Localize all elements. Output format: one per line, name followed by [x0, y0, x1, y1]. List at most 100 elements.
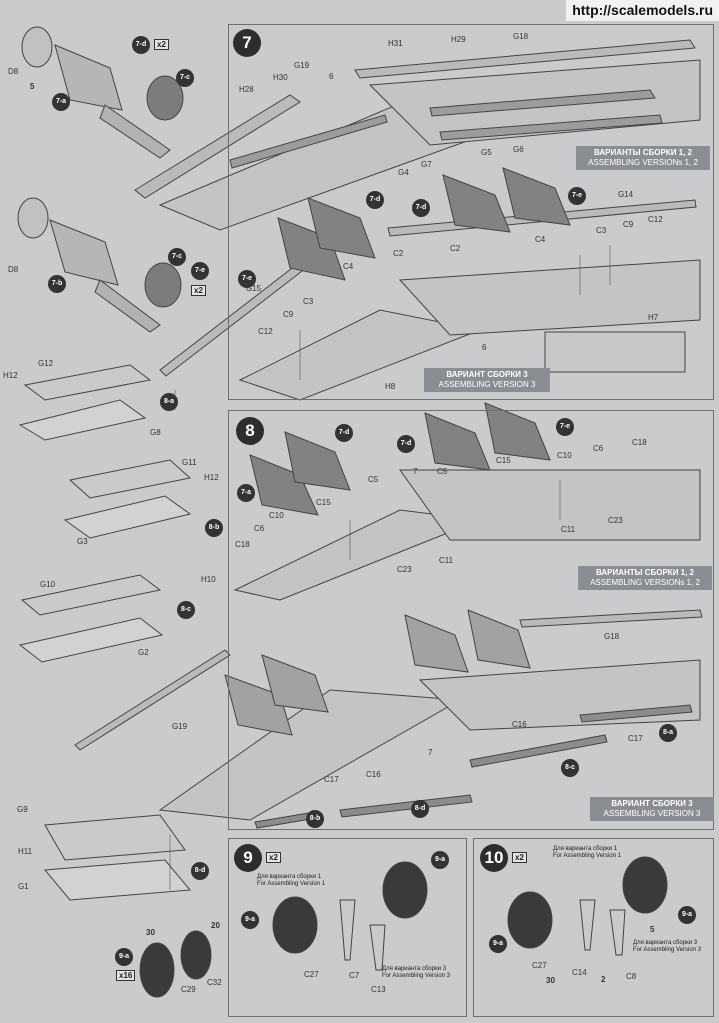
part-label: D8	[8, 265, 19, 274]
part-label: C18	[235, 540, 250, 549]
slat-g19	[74, 649, 231, 751]
part-label: H12	[204, 473, 219, 482]
step9-wheel-right	[382, 861, 428, 919]
step8-8a: 8-a	[659, 724, 677, 742]
strut-c13	[369, 924, 386, 971]
subassembly-8c: 8-c	[177, 601, 195, 619]
subassembly-7c: 7-c	[176, 69, 194, 87]
step-9-panel	[228, 838, 467, 1017]
part-label: G18	[513, 32, 529, 41]
part-label: C27	[532, 961, 547, 970]
part-label: H28	[239, 85, 254, 94]
part-label: H30	[273, 73, 288, 82]
part-label: C27	[304, 970, 319, 979]
engine-8-7d-right	[424, 412, 491, 471]
variant-ru: ВАРИАНТ СБОРКИ 3	[446, 370, 528, 379]
part-label: H7	[648, 313, 659, 322]
flap-g7	[229, 114, 388, 169]
strut-c14	[579, 899, 596, 951]
part-label: G18	[604, 632, 620, 641]
variant-ru: ВАРИАНТЫ СБОРКИ 1, 2	[593, 148, 693, 157]
part-label: G2	[138, 648, 149, 657]
step-number-10: 10	[480, 844, 508, 872]
engine-v3-left	[224, 674, 293, 736]
note-version-3-step10: Для варианта сборки 3 For Assembling Ver…	[633, 940, 701, 954]
part-label: C4	[343, 262, 354, 271]
source-url[interactable]: http://scalemodels.ru	[566, 0, 719, 21]
part-label: G9	[17, 805, 28, 814]
panel-g1	[44, 859, 191, 901]
part-label: C6	[593, 444, 604, 453]
part-label: G11	[182, 458, 197, 467]
subassembly-8d: 8-d	[191, 862, 209, 880]
step7-7e-right: 7-e	[568, 187, 586, 205]
variant-banner-3-step7: ВАРИАНТ СБОРКИ 3 ASSEMBLING VERSION 3	[424, 368, 550, 392]
part-label: G8	[150, 428, 161, 437]
paint-ref-star: 30	[546, 976, 555, 985]
subassembly-7c-b: 7-c	[168, 248, 186, 266]
step-10-panel	[473, 838, 714, 1017]
engine-8-7d	[284, 431, 351, 491]
engine-v3-right2	[467, 609, 531, 669]
part-label: C2	[450, 244, 461, 253]
note-ru: Для варианта сборки 3	[633, 940, 698, 946]
step8-8c: 8-c	[561, 759, 579, 777]
wing-leading-edge-slat	[134, 94, 301, 199]
note-version-1-step10: Для варианта сборки 1 For Assembling Ver…	[553, 846, 621, 860]
part-label: C9	[623, 220, 634, 229]
part-label: C6	[254, 524, 265, 533]
step-7-panel	[228, 24, 714, 400]
part-label: C3	[303, 297, 314, 306]
part-label: C9	[283, 310, 294, 319]
part-label: H12	[3, 371, 18, 380]
part-label: C3	[596, 226, 607, 235]
step-number-9: 9	[234, 844, 262, 872]
detail-inset	[544, 331, 686, 373]
variant-en: ASSEMBLING VERSIONs 1, 2	[588, 158, 698, 167]
step9-9a: 9-a	[241, 911, 259, 929]
engine-8-7e-right	[484, 402, 551, 461]
part-label: G10	[40, 580, 56, 589]
wing-step8-right	[399, 469, 701, 541]
part-label: G6	[513, 145, 524, 154]
subassembly-8a: 8-a	[160, 393, 178, 411]
slat-g18	[519, 609, 703, 628]
variant-banner-3-step8: ВАРИАНТ СБОРКИ 3 ASSEMBLING VERSION 3	[590, 797, 714, 821]
note-version-1-step9: Для варианта сборки 1 For Assembling Ver…	[257, 874, 325, 888]
part-label: 6	[482, 343, 487, 352]
part-label: C5	[437, 467, 448, 476]
subassembly-7a: 7-a	[52, 93, 70, 111]
engine-7e-right	[502, 167, 571, 226]
part-label: C12	[648, 215, 663, 224]
engine-8-7a	[249, 454, 319, 516]
variant-en: ASSEMBLING VERSION 3	[438, 380, 536, 389]
part-label: C7	[349, 971, 360, 980]
panel-g12	[23, 364, 152, 401]
variant-banner-12-step8: ВАРИАНТЫ СБОРКИ 1, 2 ASSEMBLING VERSIONs…	[578, 566, 712, 590]
flap-8d	[339, 794, 473, 818]
note-en: For Assembling Version 1	[257, 881, 326, 887]
subassembly-9a: 9-a	[115, 948, 133, 966]
subassembly-8b: 8-b	[205, 519, 223, 537]
paint-ref-star: 2	[601, 975, 606, 984]
step-number-7: 7	[233, 29, 261, 57]
part-label: C8	[626, 972, 637, 981]
note-en: For Assembling Version 1	[553, 853, 622, 859]
note-ru: Для варианта сборки 1	[553, 846, 618, 852]
variant-en: ASSEMBLING VERSION 3	[603, 809, 701, 818]
part-label: C2	[393, 249, 404, 258]
part-label: H29	[451, 35, 466, 44]
part-label: C13	[371, 985, 386, 994]
part-label: C16	[512, 720, 527, 729]
wheel-c29	[139, 942, 175, 998]
part-label: H8	[385, 382, 396, 391]
note-en: For Assembling Version 3	[382, 973, 451, 979]
variant-banner-12-step7: ВАРИАНТЫ СБОРКИ 1, 2 ASSEMBLING VERSIONs…	[576, 146, 710, 170]
panel-g9	[44, 814, 186, 861]
engine-7d	[307, 197, 376, 259]
part-label: C12	[258, 327, 273, 336]
subassembly-7e: 7-e	[191, 262, 209, 280]
step10-wheel-right	[622, 856, 668, 914]
paint-ref-star: 5	[30, 82, 35, 91]
part-label: C18	[632, 438, 647, 447]
